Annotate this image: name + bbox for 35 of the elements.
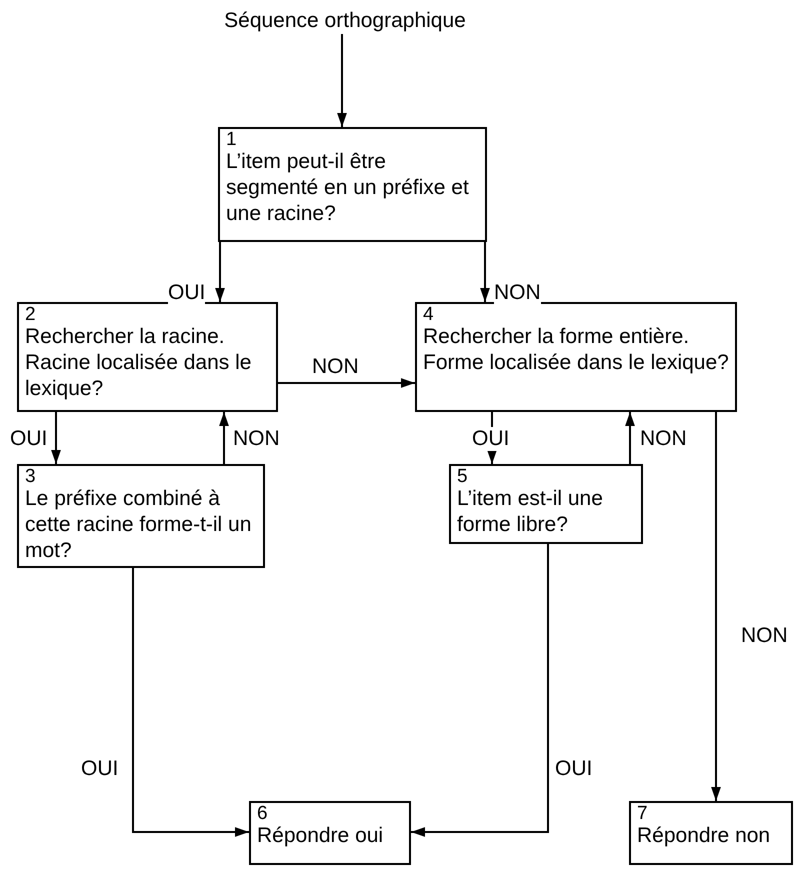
process-box xyxy=(415,302,737,412)
step-number: 3 xyxy=(25,468,37,486)
question-text: Rechercher la forme entière. Forme localisée dans le lexique? xyxy=(423,324,729,376)
question-text: L’item est-il une forme libre? xyxy=(457,486,604,538)
arrow xyxy=(337,34,347,127)
arrow xyxy=(625,412,635,464)
question-text: L’item peut-il être segmenté en un préfixe et une racine? xyxy=(226,149,470,227)
arrow xyxy=(219,412,229,464)
edge-label: NON xyxy=(494,281,541,305)
arrow xyxy=(51,412,61,464)
step-number: 1 xyxy=(226,131,238,149)
process-box xyxy=(218,127,487,242)
arrow xyxy=(278,378,415,388)
process-box xyxy=(17,302,278,412)
arrow xyxy=(480,242,490,302)
arrow xyxy=(132,568,249,837)
arrow xyxy=(215,242,225,302)
step-number: 2 xyxy=(25,306,37,324)
step-number: 7 xyxy=(637,805,649,823)
question-text: Répondre oui xyxy=(257,823,384,849)
step-number: 4 xyxy=(423,306,435,324)
question-text: Rechercher la racine. Racine localisée dans le lexique? xyxy=(25,324,252,402)
process-box xyxy=(249,801,411,865)
edge-label: OUI xyxy=(168,281,206,305)
arrow xyxy=(411,544,549,837)
question-text: Le préfixe combiné à cette racine forme-t-il un mot? xyxy=(25,486,252,564)
input-label: Séquence orthographique xyxy=(200,8,490,34)
step-number: 5 xyxy=(457,468,469,486)
arrow xyxy=(711,412,721,801)
process-box xyxy=(629,801,793,865)
edge-label: OUI xyxy=(472,427,510,451)
question-text: Répondre non xyxy=(637,823,772,849)
process-box xyxy=(449,464,643,544)
process-box xyxy=(17,464,265,568)
step-number: 6 xyxy=(257,805,269,823)
